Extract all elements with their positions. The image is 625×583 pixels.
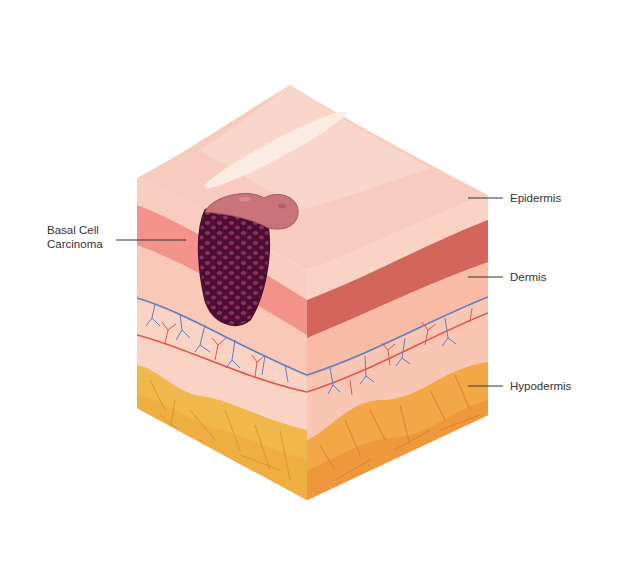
part-label: Basal Cell Carcinoma — [47, 223, 113, 251]
left-face — [130, 170, 320, 520]
part-label: Epidermis — [510, 191, 610, 205]
carcinoma-tumor — [199, 194, 299, 326]
leader-lines — [116, 198, 503, 386]
top-face — [137, 85, 488, 270]
part-label: Dermis — [510, 270, 610, 284]
part-label: Hypodermis — [510, 379, 610, 393]
